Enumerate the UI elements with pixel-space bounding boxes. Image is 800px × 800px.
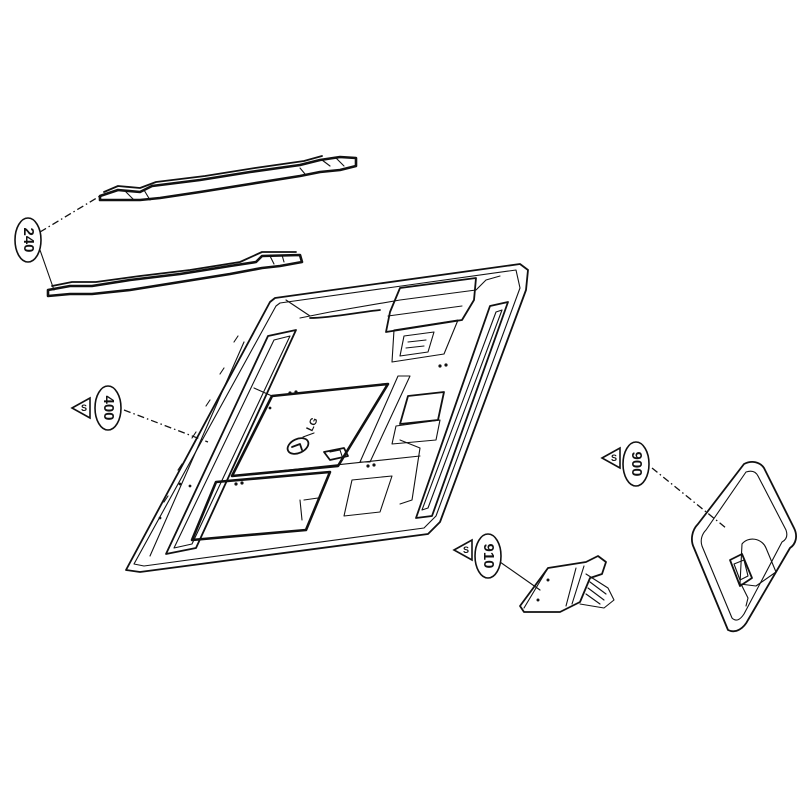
callout-900-label: 900 (628, 451, 645, 476)
lg-logo: LG (286, 416, 321, 455)
lower-bracket (46, 251, 304, 298)
stand-base (691, 461, 797, 633)
callout-400-label: 400 (100, 395, 117, 420)
callout-240[interactable]: 240 (14, 217, 42, 263)
back-cover: LG (125, 263, 529, 573)
svg-text:LG: LG (305, 416, 321, 433)
warning-triangle-icon (452, 538, 473, 562)
leader-lines (39, 195, 727, 591)
callout-400[interactable]: S 400 (70, 385, 122, 431)
upper-bracket (98, 155, 358, 202)
callout-910-label: 910 (480, 543, 497, 568)
stand-neck (519, 555, 615, 613)
callout-910[interactable]: S 910 (452, 533, 502, 579)
warning-triangle-icon (600, 446, 621, 470)
callout-900[interactable]: S 900 (600, 441, 650, 487)
svg-text:S: S (81, 403, 87, 413)
logo-panel (230, 382, 390, 478)
warning-triangle-icon (70, 396, 91, 420)
svg-text:S: S (611, 453, 617, 463)
callout-240-label: 240 (20, 227, 37, 252)
svg-text:S: S (463, 545, 469, 555)
